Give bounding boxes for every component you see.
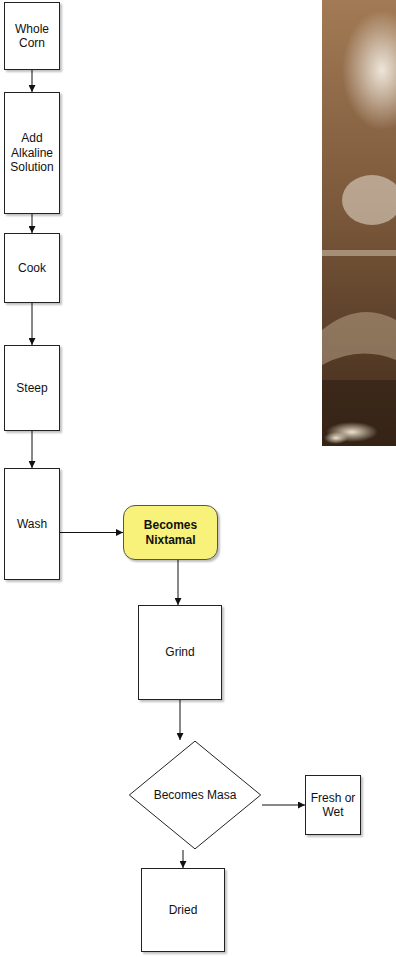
- decision-diamond: Becomes Masa: [128, 740, 262, 850]
- flow-arrow: [32, 70, 33, 92]
- text-group: Add Alkaline Solution: [8, 131, 56, 174]
- flow-arrow: [262, 805, 305, 806]
- text-group: Fresh or Wet: [309, 791, 357, 820]
- flow-arrow: [180, 700, 181, 740]
- flow-arrow: [32, 303, 33, 345]
- node-label: Fresh or Wet: [309, 791, 357, 820]
- node-label: Becomes Nixtamal: [127, 518, 214, 547]
- flow-arrow: [32, 431, 33, 468]
- node-label: Grind: [165, 645, 194, 659]
- process-box: Grind: [138, 605, 222, 700]
- process-box: Add Alkaline Solution: [4, 92, 60, 214]
- node-label: Dried: [169, 903, 198, 917]
- flow-arrow: [183, 850, 184, 868]
- process-box: Steep: [4, 345, 60, 431]
- photo-illustration: [322, 0, 396, 446]
- node-label: Whole Corn: [8, 22, 56, 51]
- node-label: Steep: [16, 381, 47, 395]
- node-label: Wash: [17, 517, 47, 531]
- node-label: Cook: [18, 261, 46, 275]
- flow-arrow: [32, 214, 33, 233]
- result-box: Becomes Nixtamal: [123, 505, 218, 560]
- node-label: Becomes Masa: [154, 788, 237, 802]
- process-box: Wash: [4, 468, 60, 580]
- text-group: Becomes Masa: [154, 788, 237, 802]
- text-group: Wash: [17, 517, 47, 531]
- process-box: Cook: [4, 233, 60, 303]
- flow-arrow: [60, 532, 123, 533]
- text-group: Whole Corn: [8, 22, 56, 51]
- text-group: Grind: [165, 645, 194, 659]
- text-group: Cook: [18, 261, 46, 275]
- flow-arrow: [178, 560, 179, 605]
- text-group: Steep: [16, 381, 47, 395]
- process-box: Whole Corn: [4, 2, 60, 70]
- output-box: Fresh or Wet: [305, 775, 361, 835]
- text-group: Dried: [169, 903, 198, 917]
- text-group: Becomes Nixtamal: [127, 518, 214, 547]
- output-box: Dried: [141, 868, 225, 952]
- node-label: Add Alkaline Solution: [8, 131, 56, 174]
